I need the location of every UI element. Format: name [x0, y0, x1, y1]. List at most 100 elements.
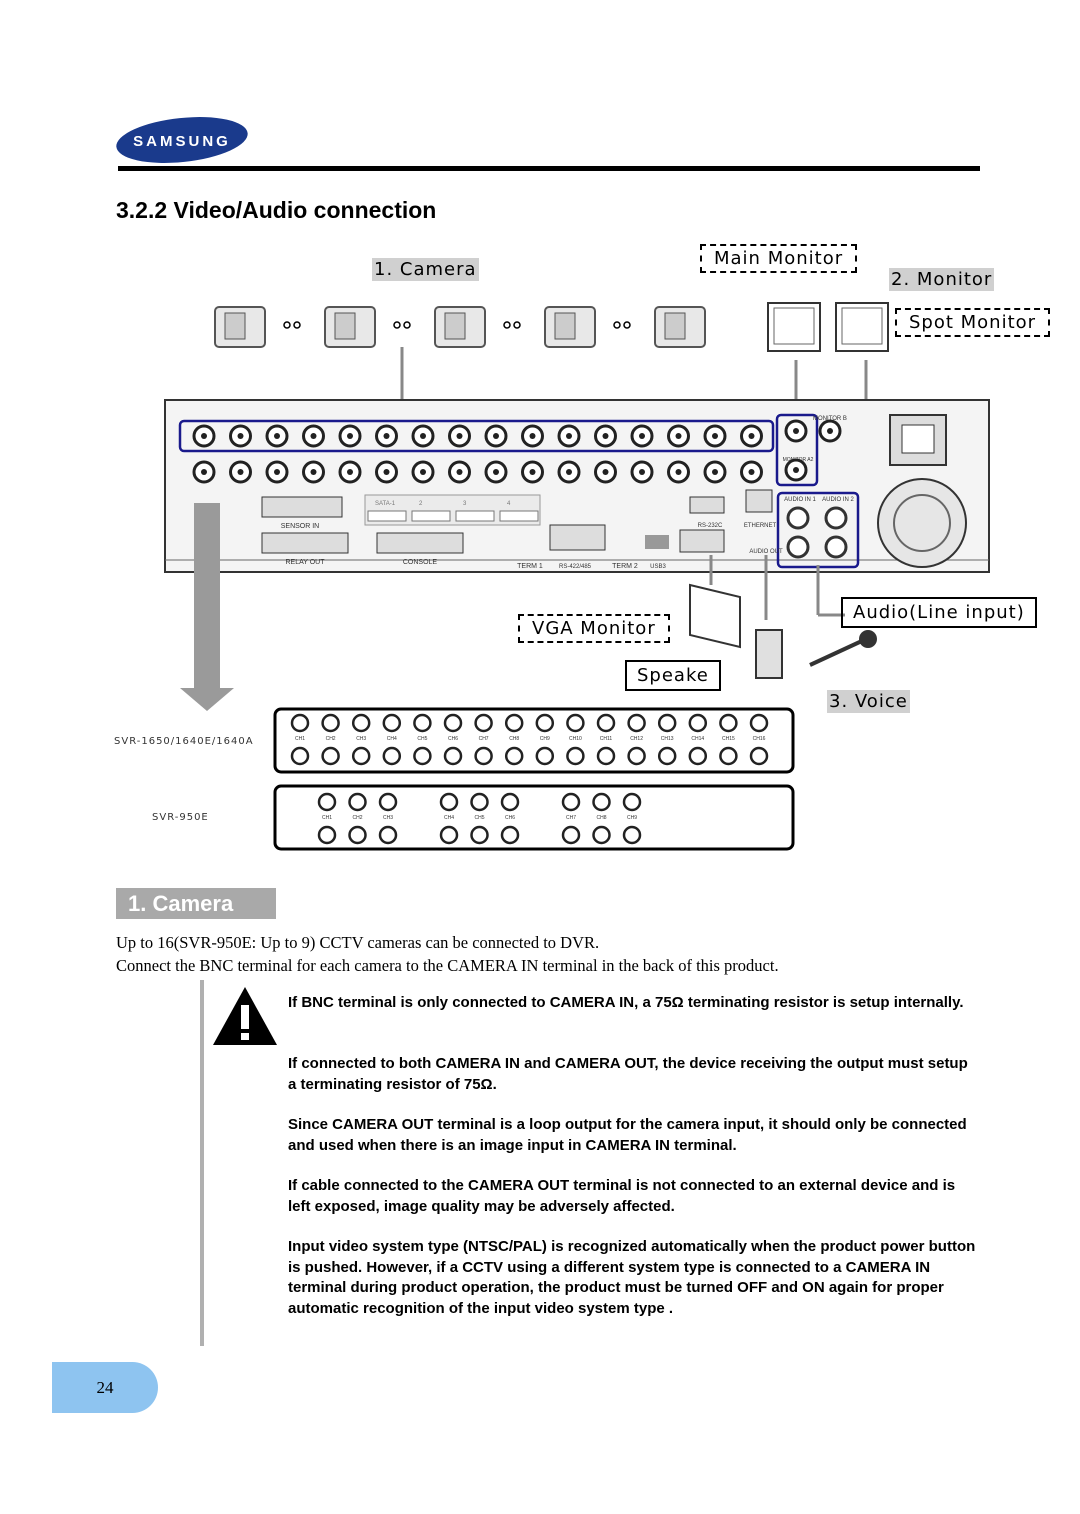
channel-label: CH2 — [352, 815, 362, 821]
connection-diagram: SENSOR IN RELAY OUT CONSOLE TERM 1 RS-42… — [110, 235, 1070, 865]
channel-label: CH9 — [627, 815, 637, 821]
channel-label: CH7 — [479, 736, 489, 742]
channel-label: CH10 — [569, 736, 582, 742]
channel-connector — [622, 792, 642, 845]
channel-label: CH5 — [417, 736, 427, 742]
note-4: If cable connected to the CAMERA OUT ter… — [288, 1177, 956, 1215]
bnc-connector — [411, 424, 435, 448]
samsung-logo: SAMSUNG — [115, 115, 250, 165]
svg-text:TERM 1: TERM 1 — [517, 563, 543, 570]
bnc-connector — [192, 460, 216, 484]
channel-label: CH4 — [387, 736, 397, 742]
channel-connector — [474, 713, 493, 766]
channel-connector — [566, 713, 585, 766]
svg-text:USB3: USB3 — [650, 564, 666, 570]
monitor-bnc-connector — [818, 419, 842, 443]
channel-connector — [688, 713, 708, 766]
channel-label: CH1 — [322, 815, 332, 821]
channel-label: CH5 — [474, 815, 484, 821]
svg-text:TERM 2: TERM 2 — [612, 563, 638, 570]
bnc-connector — [411, 460, 435, 484]
svg-text:RS-232C: RS-232C — [698, 523, 723, 529]
channel-connector — [378, 792, 398, 845]
channel-connector — [719, 713, 738, 766]
bnc-connector — [630, 460, 654, 484]
channel-label: CH6 — [505, 815, 515, 821]
bnc-connector — [192, 424, 216, 448]
channel-connector — [382, 713, 402, 766]
channel-connector — [535, 713, 555, 766]
bnc-connector — [265, 460, 289, 484]
svg-text:SENSOR IN: SENSOR IN — [281, 523, 320, 530]
channel-label: CH1 — [295, 736, 305, 742]
section-title: 3.2.2 Video/Audio connection — [116, 197, 437, 223]
channel-label: CH16 — [753, 736, 766, 742]
channel-label: CH14 — [691, 736, 704, 742]
svg-text:AUDIO OUT: AUDIO OUT — [749, 549, 783, 555]
svg-text:AUDIO IN 1: AUDIO IN 1 — [784, 497, 816, 503]
channel-connector — [657, 713, 677, 766]
channel-label: CH4 — [444, 815, 454, 821]
bnc-connector — [521, 424, 544, 448]
spot-monitor-label: Spot Monitor — [895, 308, 1051, 337]
camera-icon — [324, 306, 411, 348]
channel-connector — [439, 792, 459, 845]
svg-text:AUDIO IN 2: AUDIO IN 2 — [822, 497, 854, 503]
channel-connector — [317, 792, 337, 845]
sata-label: 3 — [463, 501, 467, 507]
channel-label: CH3 — [383, 815, 393, 821]
bnc-connector — [521, 460, 544, 484]
channel-connector — [561, 792, 581, 845]
channel-connector — [596, 713, 616, 766]
note-1: If BNC terminal is only connected to CAM… — [288, 994, 964, 1011]
channel-connector — [592, 792, 611, 845]
channel-label: CH6 — [448, 736, 458, 742]
bnc-connector — [302, 460, 325, 484]
note-5: Input video system type (NTSC/PAL) is re… — [288, 1238, 976, 1317]
camera-icon — [214, 306, 301, 348]
bnc-connector — [484, 460, 508, 484]
bnc-connector — [338, 424, 362, 448]
channel-connector — [470, 792, 489, 845]
channel-label: CH7 — [566, 815, 576, 821]
sata-label: 2 — [419, 501, 423, 507]
bnc-connector — [338, 460, 362, 484]
page-number: 24 — [52, 1362, 158, 1413]
model-svr1650-label: SVR-1650/1640E/1640A — [114, 736, 254, 747]
channel-label: CH12 — [630, 736, 643, 742]
camera-icon — [654, 306, 706, 348]
monitor-label: 2. Monitor — [889, 268, 995, 291]
camera-text-line2: Connect the BNC terminal for each camera… — [116, 956, 779, 975]
channel-label: CH8 — [596, 815, 606, 821]
channel-connector — [500, 792, 520, 845]
channel-connector — [443, 713, 463, 766]
bnc-connector — [375, 424, 398, 448]
channel-connector — [351, 713, 371, 766]
svg-text:SAMSUNG: SAMSUNG — [133, 133, 231, 150]
bnc-connector — [229, 460, 252, 484]
note-bar — [200, 980, 204, 1346]
channel-label: CH2 — [326, 736, 336, 742]
channel-connector — [290, 713, 310, 766]
camera-section-heading: 1. Camera — [116, 888, 276, 919]
bnc-connector — [229, 424, 252, 448]
voice-label: 3. Voice — [827, 690, 910, 713]
vga-monitor-label: VGA Monitor — [518, 614, 670, 643]
monitor-bnc-connector — [784, 458, 808, 482]
bnc-connector — [448, 424, 471, 448]
channel-connector — [348, 792, 367, 845]
bnc-connector — [594, 460, 617, 484]
model-svr950e-label: SVR-950E — [152, 812, 209, 823]
channel-connector — [413, 713, 432, 766]
note-3: Since CAMERA OUT terminal is a loop outp… — [288, 1116, 967, 1154]
bnc-connector — [557, 424, 581, 448]
speaker-label: Speake — [625, 660, 721, 691]
sata-label: 4 — [507, 501, 511, 507]
camera-text-line1: Up to 16(SVR-950E: Up to 9) CCTV cameras… — [116, 933, 600, 952]
camera-label: 1. Camera — [372, 258, 479, 281]
bnc-connector — [703, 460, 727, 484]
channel-label: CH3 — [356, 736, 366, 742]
channel-label: CH13 — [661, 736, 674, 742]
channel-label: CH8 — [509, 736, 519, 742]
bnc-connector — [594, 424, 617, 448]
